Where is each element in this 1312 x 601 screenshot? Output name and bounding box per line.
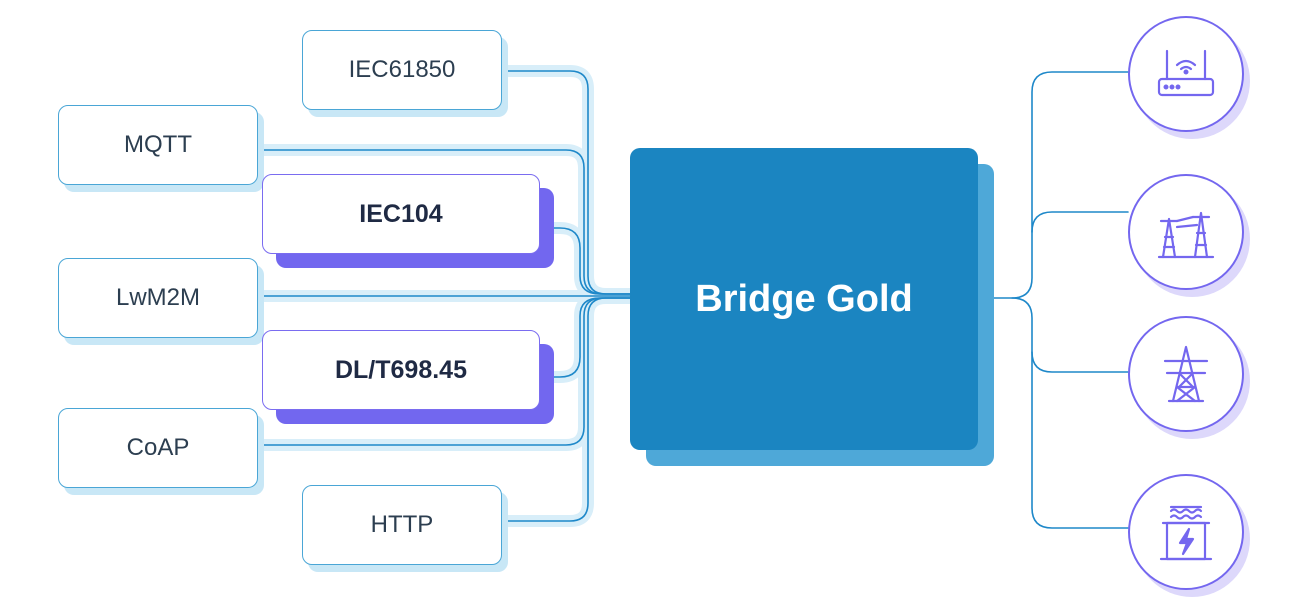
device-tower — [1128, 316, 1244, 432]
protocol-http: HTTP — [302, 485, 502, 565]
protocol-label: LwM2M — [115, 284, 200, 311]
protocol-label: CoAP — [126, 434, 190, 461]
device-transformer — [1128, 474, 1244, 590]
transformer-icon — [1159, 505, 1213, 561]
protocol-label: MQTT — [124, 131, 192, 158]
bridge-hub: Bridge Gold — [630, 148, 978, 450]
power-substation-icon — [1157, 211, 1215, 259]
protocol-iec104: IEC104 — [262, 174, 540, 254]
protocol-label: IEC61850 — [348, 56, 456, 83]
device-router — [1128, 16, 1244, 132]
hub-label: Bridge Gold — [695, 277, 913, 320]
transmission-tower-icon — [1163, 345, 1209, 403]
router-icon — [1157, 49, 1215, 97]
protocol-dlt698-45: DL/T698.45 — [262, 330, 540, 410]
device-substation — [1128, 174, 1244, 290]
protocol-label: IEC104 — [359, 199, 443, 228]
protocol-coap: CoAP — [58, 408, 258, 488]
protocol-lwm2m: LwM2M — [58, 258, 258, 338]
protocol-iec61850: IEC61850 — [302, 30, 502, 110]
protocol-label: HTTP — [370, 511, 434, 538]
protocol-label: DL/T698.45 — [334, 355, 467, 384]
protocol-mqtt: MQTT — [58, 105, 258, 185]
